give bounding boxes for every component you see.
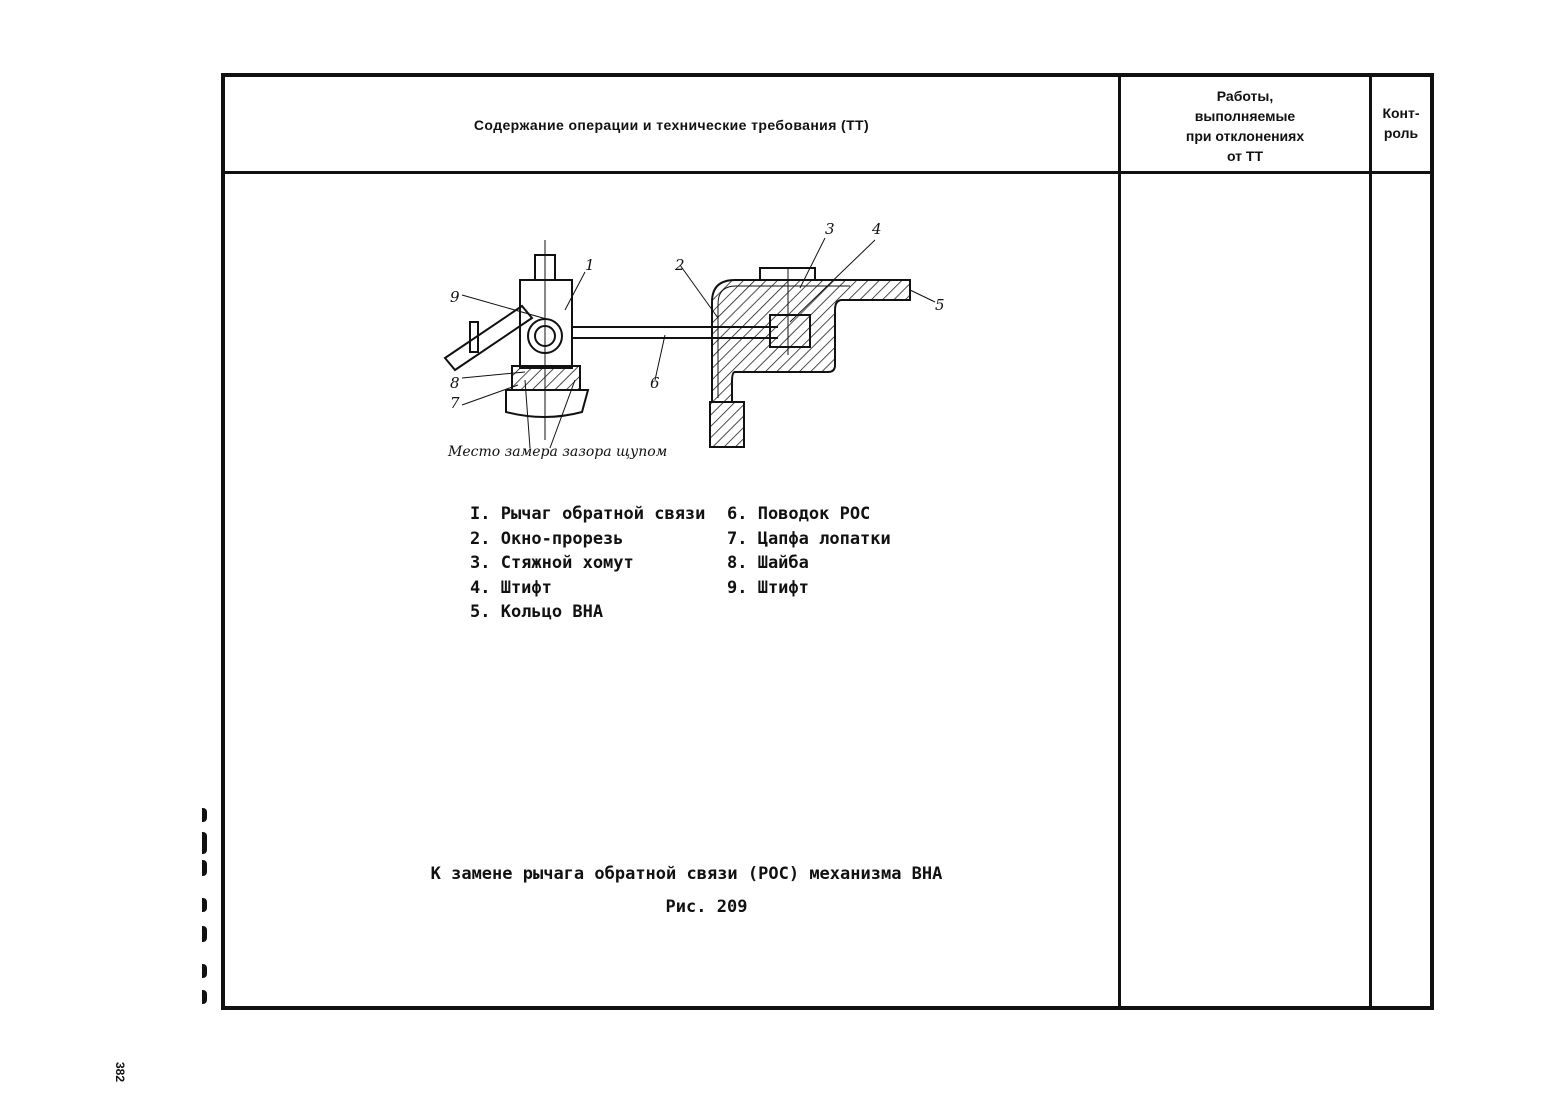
- header-content-column: Содержание операции и технические требов…: [473, 117, 870, 133]
- binding-mark: [202, 860, 207, 876]
- legend-item: 8. Шайба: [727, 553, 809, 573]
- legend-item: 2. Окно-прорезь: [470, 528, 624, 549]
- header-works-column: Работы, выполняемые при отклонениях от Т…: [1185, 88, 1305, 164]
- legend-item: I. Рычаг обратной связи: [470, 504, 706, 524]
- callout-5: 5: [935, 296, 945, 314]
- callout-9: 9: [450, 288, 460, 306]
- page-number: 382: [113, 1061, 128, 1083]
- callout-7: 7: [450, 394, 460, 412]
- callout-2: 2: [674, 256, 685, 274]
- binding-mark: [202, 964, 207, 978]
- legend-right: 6. Поводок РОС 7. Цапфа лопатки 8. Шайба…: [727, 502, 891, 600]
- callout-6: 6: [650, 374, 660, 392]
- figure-number: Рис. 209: [665, 897, 748, 917]
- mechanism-diagram: 1 2 3 4 5 6 7 8 9 Место замера зазора щу…: [443, 220, 945, 460]
- column-divider: [1369, 77, 1372, 1006]
- binding-mark: [202, 898, 207, 912]
- header-divider: [225, 171, 1430, 174]
- callout-8: 8: [450, 374, 460, 392]
- legend-item: 3. Стяжной хомут: [470, 553, 634, 573]
- legend-left: I. Рычаг обратной связи 2. Окно-прорезь …: [470, 502, 705, 625]
- binding-mark: [202, 926, 207, 942]
- operations-table: Содержание операции и технические требов…: [221, 73, 1434, 1010]
- legend-item: 6. Поводок РОС: [727, 504, 871, 524]
- callout-1: 1: [585, 256, 595, 274]
- binding-mark: [202, 990, 207, 1004]
- column-divider: [1118, 77, 1121, 1006]
- legend-item: 7. Цапфа лопатки: [727, 528, 891, 549]
- legend-item: 4. Штифт: [470, 577, 552, 598]
- binding-mark: [202, 808, 207, 822]
- legend-item: 5. Кольцо ВНА: [470, 602, 604, 622]
- callout-3: 3: [825, 220, 835, 238]
- header-control-column: Конт- роль: [1382, 105, 1420, 141]
- legend-item: 9. Штифт: [727, 577, 809, 598]
- binding-mark: [202, 832, 207, 854]
- measure-note: Место замера зазора щупом: [447, 444, 667, 460]
- figure-caption-title: К замене рычага обратной связи (РОС) мех…: [430, 864, 943, 884]
- callout-4: 4: [871, 220, 882, 238]
